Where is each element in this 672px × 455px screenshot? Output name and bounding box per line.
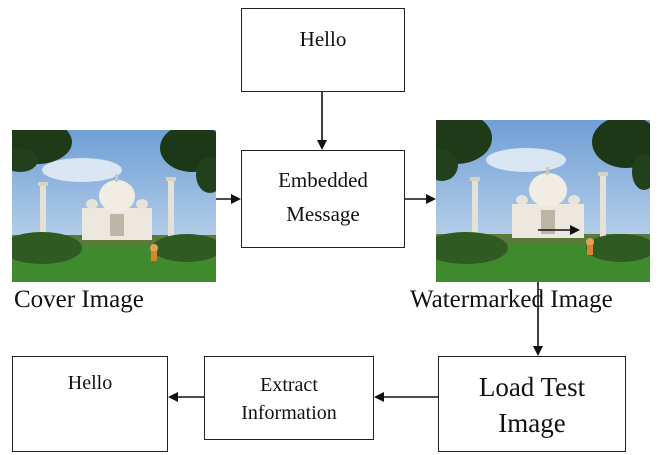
hello-top-text: Hello xyxy=(299,27,347,51)
extract-information-line-2: Information xyxy=(241,402,337,424)
hello-bottom-text: Hello xyxy=(67,372,113,394)
embedded-message-box: Embedded Message xyxy=(241,150,405,248)
extract-information-line-1: Extract xyxy=(260,374,318,396)
extract-information-box: Extract Information xyxy=(204,356,374,440)
watermarked-image-caption: Watermarked Image xyxy=(410,286,613,313)
cover-image-caption: Cover Image xyxy=(14,286,144,313)
load-test-image-box: Load Test Image xyxy=(438,356,626,452)
load-test-image-line-2: Image xyxy=(498,408,566,438)
watermarked-image-photo xyxy=(436,120,650,282)
embedded-message-line-1: Embedded xyxy=(278,168,368,192)
hello-top-box: Hello xyxy=(241,8,405,92)
embedded-message-line-2: Message xyxy=(286,202,360,226)
cover-image-photo xyxy=(12,130,216,282)
hello-bottom-box: Hello xyxy=(12,356,168,452)
load-test-image-line-1: Load Test xyxy=(478,372,586,402)
